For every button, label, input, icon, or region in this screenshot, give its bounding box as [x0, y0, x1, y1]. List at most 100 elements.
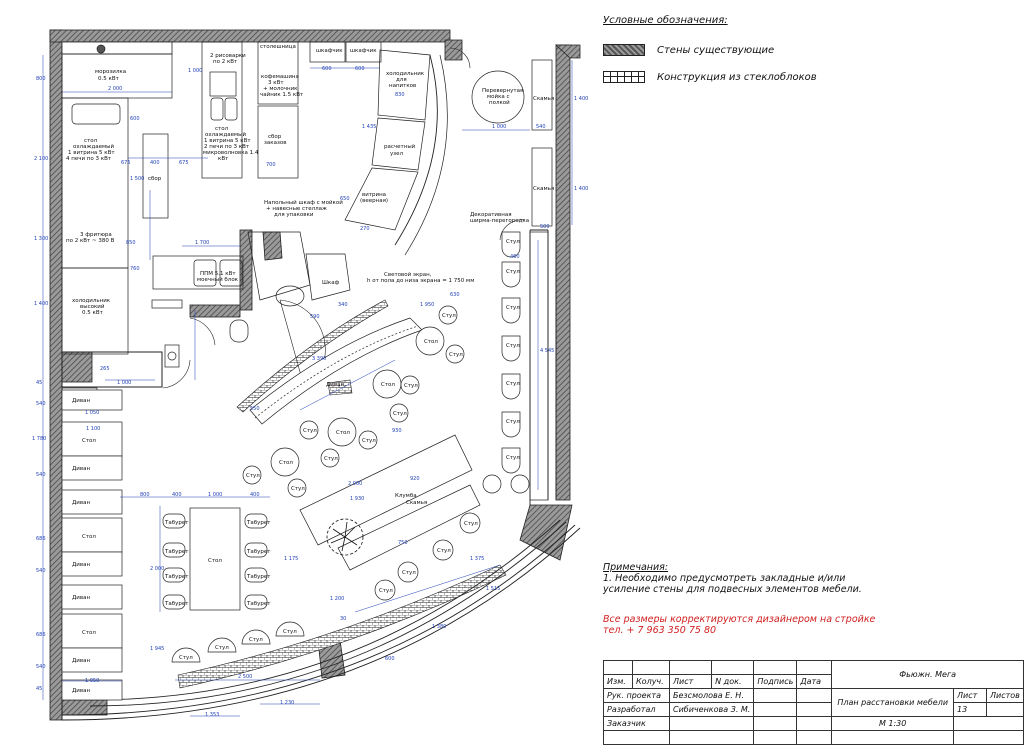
bottom-chairs — [171, 621, 305, 663]
stamp-empty — [753, 716, 798, 731]
stamp-sheet-title: План расстановки мебели — [831, 688, 954, 717]
stamp-col-izm: Изм. — [603, 674, 633, 689]
svg-text:сбор: сбор — [268, 134, 282, 140]
svg-text:540: 540 — [36, 401, 46, 407]
svg-text:540: 540 — [36, 664, 46, 670]
svg-text:1 витрина 5 кВт: 1 витрина 5 кВт — [68, 150, 115, 156]
right-wall-chairs — [501, 231, 521, 474]
svg-text:Стул: Стул — [464, 521, 478, 527]
svg-text:1 000: 1 000 — [188, 68, 202, 74]
svg-text:Шкаф: Шкаф — [322, 280, 340, 286]
svg-text:Диван: Диван — [72, 658, 90, 664]
svg-text:760: 760 — [130, 266, 140, 272]
svg-text:2 500: 2 500 — [238, 674, 252, 680]
svg-text:2 000: 2 000 — [150, 566, 164, 572]
svg-text:охлаждаемый: охлаждаемый — [73, 143, 115, 150]
stamp-empty — [753, 702, 798, 717]
stamp-empty — [753, 660, 798, 675]
glass-block-swatch — [603, 71, 645, 83]
svg-text:Табурет: Табурет — [164, 520, 189, 526]
svg-text:1 витрина 5 кВт: 1 витрина 5 кВт — [204, 138, 251, 144]
stamp-col-ndok: N док. — [711, 674, 755, 689]
svg-text:1 500: 1 500 — [130, 176, 144, 182]
svg-text:Стул: Стул — [442, 313, 456, 319]
svg-text:920: 920 — [410, 476, 420, 482]
svg-text:Стул: Стул — [437, 548, 451, 554]
svg-text:морозилка: морозилка — [95, 69, 126, 75]
stamp-empty — [632, 660, 670, 675]
svg-text:кВт: кВт — [218, 156, 229, 162]
svg-text:Стол: Стол — [82, 438, 96, 444]
svg-text:1 435: 1 435 — [362, 124, 376, 130]
svg-text:2 рисоварки: 2 рисоварки — [210, 53, 246, 59]
notes-line-1: 1. Необходимо предусмотреть закладные и/… — [603, 573, 846, 584]
stamp-empty — [953, 730, 1024, 745]
svg-text:700: 700 — [266, 162, 276, 168]
svg-text:Стул: Стул — [506, 239, 520, 245]
svg-text:600: 600 — [355, 66, 365, 72]
svg-text:500: 500 — [540, 224, 550, 230]
stamp-project: Фьюжн. Мега — [831, 660, 1024, 689]
svg-text:Табурет: Табурет — [246, 520, 271, 526]
svg-text:1 950: 1 950 — [420, 302, 434, 308]
svg-text:Стул: Стул — [303, 428, 317, 434]
svg-text:Стул: Стул — [402, 570, 416, 576]
stamp-col-data: Дата — [796, 674, 833, 689]
kitchen — [61, 41, 448, 405]
svg-text:1 515: 1 515 — [486, 586, 500, 592]
svg-text:Стул: Стул — [506, 455, 520, 461]
svg-text:ППМ 5.1 кВт: ППМ 5.1 кВт — [200, 271, 236, 277]
stamp-razr-label: Разработал — [603, 702, 670, 717]
svg-text:мойка с: мойка с — [487, 93, 510, 100]
contact-line-2: тел. + 7 963 350 75 80 — [603, 625, 717, 636]
svg-text:45: 45 — [36, 380, 42, 386]
svg-text:0.5 кВт: 0.5 кВт — [82, 310, 104, 316]
svg-text:3 кВт: 3 кВт — [268, 80, 284, 86]
svg-text:Стул: Стул — [379, 588, 393, 594]
svg-text:686: 686 — [36, 536, 46, 542]
svg-text:Стул: Стул — [215, 645, 229, 651]
tree-icon — [326, 518, 364, 556]
stamp-empty — [831, 730, 954, 745]
svg-text:столешница: столешница — [260, 44, 296, 50]
svg-text:2 000: 2 000 — [348, 481, 362, 487]
stamp-empty — [796, 702, 833, 717]
stamp-empty — [796, 730, 833, 745]
svg-text:1 100: 1 100 — [86, 426, 100, 432]
svg-text:Клумба: Клумба — [395, 493, 417, 499]
plan-labels: морозилка 0.5 кВт 2 000 2 рисоварки по 2… — [66, 44, 554, 694]
svg-text:1 175: 1 175 — [284, 556, 298, 562]
svg-text:1 000: 1 000 — [117, 380, 131, 386]
svg-text:Диван: Диван — [72, 688, 90, 694]
svg-text:540: 540 — [36, 472, 46, 478]
svg-text:1 000: 1 000 — [208, 492, 222, 498]
svg-text:1 400: 1 400 — [574, 186, 588, 192]
stamp-empty — [796, 660, 833, 675]
svg-text:Стул: Стул — [404, 383, 418, 389]
long-table — [162, 507, 268, 611]
svg-text:Стул: Стул — [506, 419, 520, 425]
svg-text:1 000: 1 000 — [492, 124, 506, 130]
svg-text:Стул: Стул — [246, 473, 260, 479]
hatch-swatch — [603, 44, 645, 56]
svg-text:микроволновка 1.4: микроволновка 1.4 — [203, 150, 259, 156]
svg-text:по 2 кВт: по 2 кВт — [213, 59, 238, 65]
svg-text:400: 400 — [150, 160, 160, 166]
svg-text:высокий: высокий — [80, 303, 105, 310]
svg-text:стол: стол — [84, 138, 98, 144]
legend-row-walls: Стены существующие — [603, 43, 774, 57]
svg-text:630: 630 — [450, 292, 460, 298]
svg-text:по 2 кВт ~ 380 В: по 2 кВт ~ 380 В — [66, 238, 115, 244]
svg-text:расчетный: расчетный — [384, 143, 416, 150]
svg-text:Табурет: Табурет — [164, 574, 189, 580]
svg-text:Диван: Диван — [72, 595, 90, 601]
svg-text:45: 45 — [36, 686, 42, 692]
svg-text:Стол: Стол — [208, 558, 222, 564]
stamp-empty — [668, 730, 755, 745]
svg-text:для: для — [396, 77, 407, 83]
svg-text:1 945: 1 945 — [150, 646, 164, 652]
svg-text:Стол: Стол — [82, 630, 96, 636]
svg-text:заказов: заказов — [264, 140, 287, 146]
svg-text:1 353: 1 353 — [205, 712, 219, 718]
svg-text:30: 30 — [340, 616, 346, 622]
